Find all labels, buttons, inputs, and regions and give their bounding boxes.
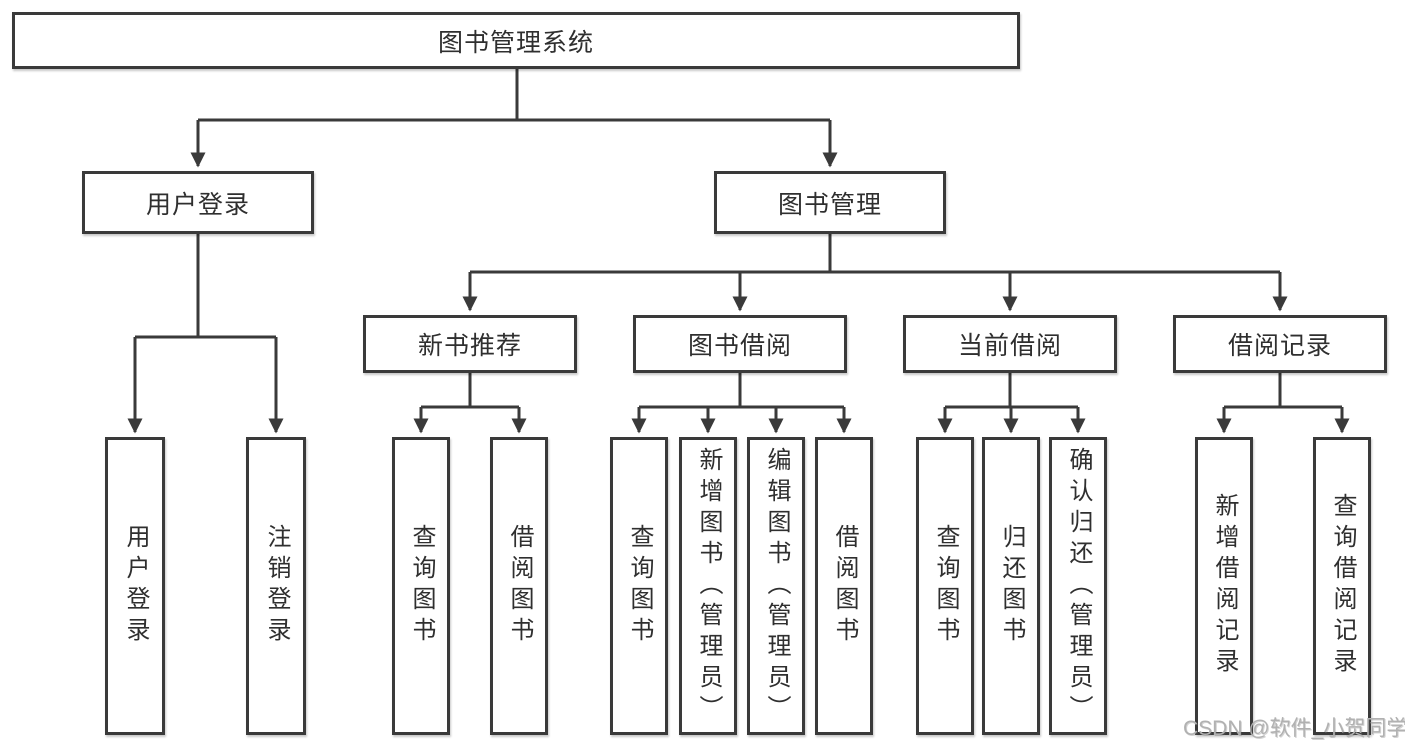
node-user-login: 用户登录: [82, 171, 314, 234]
leaf-query-books-2: 查询图书: [610, 437, 668, 735]
node-book-management: 图书管理: [714, 171, 946, 234]
node-current-borrow: 当前借阅: [903, 315, 1117, 373]
node-root-system: 图书管理系统: [12, 12, 1020, 69]
leaf-add-book-admin: 新增图书（管理员）: [679, 437, 737, 735]
node-book-borrow: 图书借阅: [633, 315, 847, 373]
leaf-borrow-books-1: 借阅图书: [490, 437, 548, 735]
node-borrow-records: 借阅记录: [1173, 315, 1387, 373]
leaf-user-login: 用户登录: [105, 437, 165, 735]
csdn-watermark: CSDN @软件_小贺同学: [1183, 717, 1405, 740]
leaf-add-borrow-record: 新增借阅记录: [1195, 437, 1253, 735]
leaf-confirm-return-admin: 确认归还（管理员）: [1049, 437, 1107, 735]
leaf-query-books-1: 查询图书: [392, 437, 450, 735]
leaf-edit-book-admin: 编辑图书（管理员）: [747, 437, 805, 735]
leaf-borrow-books-2: 借阅图书: [815, 437, 873, 735]
leaf-query-borrow-record: 查询借阅记录: [1313, 437, 1371, 735]
leaf-logout: 注销登录: [246, 437, 306, 735]
leaf-return-book: 归还图书: [982, 437, 1040, 735]
leaf-query-books-3: 查询图书: [916, 437, 974, 735]
node-new-book-recommend: 新书推荐: [363, 315, 577, 373]
